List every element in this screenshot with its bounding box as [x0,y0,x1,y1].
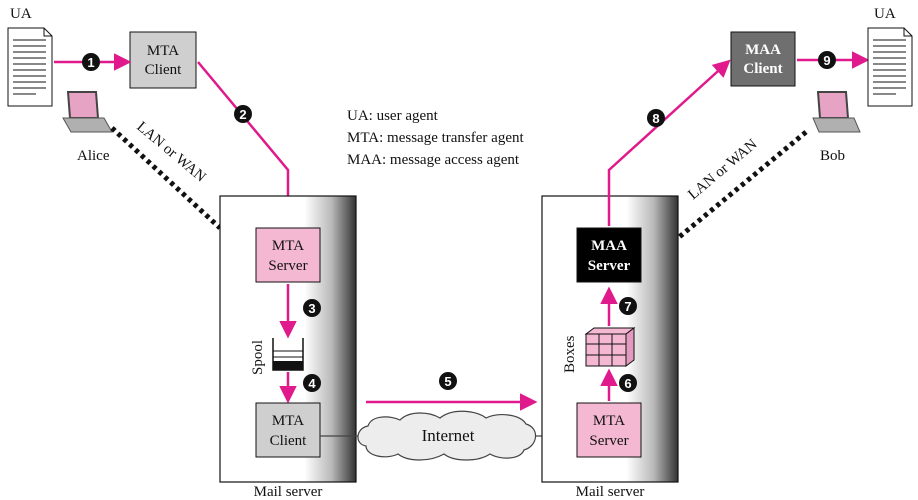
step-badge-5 [439,372,457,390]
mta-server-left-line2: Server [268,258,307,274]
laptop-icon-alice [62,91,113,133]
spool-label: Spool [250,340,266,375]
mta-server-right-line1: MTA [593,413,625,429]
step-number-2: 2 [239,107,246,122]
mta-client-top-line1: MTA [147,43,179,59]
boxes-label: Boxes [562,335,578,373]
step-badge-2 [234,105,252,123]
step-number-8: 8 [652,111,659,126]
maa-server-line2: Server [588,258,631,274]
maa-server-line1: MAA [591,238,627,254]
legend-ua: UA: user agent [347,108,439,124]
step-badge-4 [303,374,321,392]
step-badge-8 [647,109,665,127]
ua-right-label: UA [874,6,896,22]
step-number-1: 1 [87,55,94,70]
step-number-7: 7 [624,299,631,314]
mta-server-right-line2: Server [589,433,628,449]
mta-client-bottom-line2: Client [270,433,307,449]
mta-client-bottom-box [255,402,321,458]
mta-server-left-box [255,227,321,283]
step-badge-7 [619,297,637,315]
alice-label: Alice [77,148,110,164]
step-badge-1 [82,53,100,71]
laptop-icon-bob [812,91,861,133]
lan-link-right [676,130,808,240]
step-number-9: 9 [823,53,830,68]
step-badge-3 [303,299,321,317]
legend-maa: MAA: message access agent [347,152,520,168]
step-number-3: 3 [308,301,315,316]
mailboxes-icon [584,327,636,367]
step-badge-9 [818,51,836,69]
bob-label: Bob [820,148,845,164]
maa-client-box [730,31,796,87]
lan-link-left [110,126,222,230]
internet-cloud [357,410,537,461]
lan-label-right: LAN or WAN [685,136,760,203]
mta-server-right-box [576,402,642,458]
maa-client-line1: MAA [745,42,781,58]
step-number-5: 5 [444,374,451,389]
internet-label: Internet [422,426,475,445]
mail-server-left-label: Mail server [254,484,323,500]
legend-mta: MTA: message transfer agent [347,130,524,146]
mail-server-right-label: Mail server [576,484,645,500]
ua-left-label: UA [10,6,32,22]
step-number-6: 6 [624,376,631,391]
mta-client-top-line2: Client [145,62,182,78]
mta-client-bottom-line1: MTA [272,413,304,429]
document-icon-left [7,27,53,107]
step-badge-6 [619,374,637,392]
spool-icon [272,338,304,371]
arrow-step-8 [607,59,731,226]
document-icon-right [867,27,913,107]
maa-server-box [576,227,642,283]
mta-server-left-line1: MTA [272,238,304,254]
lan-label-left: LAN or WAN [133,119,208,186]
maa-client-line2: Client [743,61,782,77]
step-number-4: 4 [308,376,316,391]
mta-client-top-box [129,31,197,89]
